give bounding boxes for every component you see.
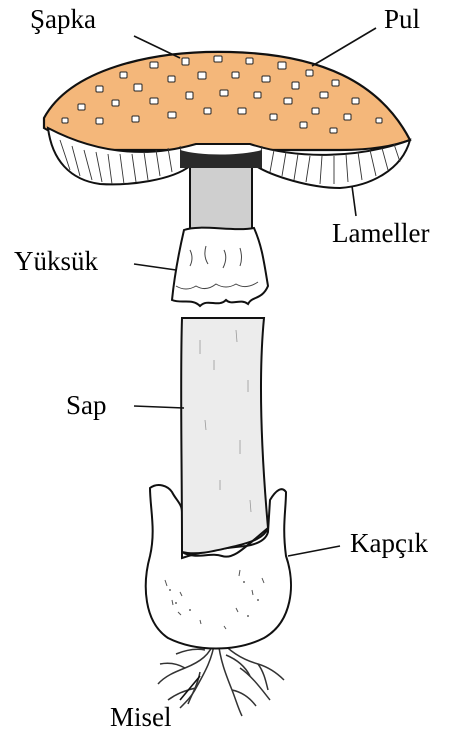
label-pul: Pul bbox=[384, 6, 420, 33]
label-kapcik: Kapçık bbox=[350, 530, 428, 557]
leader-yuksuk bbox=[134, 264, 176, 270]
cap bbox=[44, 52, 410, 188]
leader-kapcik bbox=[288, 546, 340, 556]
leader-sap bbox=[134, 406, 184, 408]
stem bbox=[181, 140, 268, 557]
mycelium-roots bbox=[158, 640, 284, 716]
leader-lameller bbox=[352, 186, 356, 216]
label-sap: Sap bbox=[66, 392, 107, 419]
label-lameller: Lameller bbox=[332, 220, 429, 247]
ring-annulus bbox=[172, 228, 268, 306]
label-yuksuk: Yüksük bbox=[14, 248, 98, 275]
label-misel: Misel bbox=[110, 704, 172, 731]
leader-pul bbox=[312, 28, 376, 66]
leader-sapka bbox=[134, 36, 180, 58]
label-sapka: Şapka bbox=[30, 6, 96, 33]
